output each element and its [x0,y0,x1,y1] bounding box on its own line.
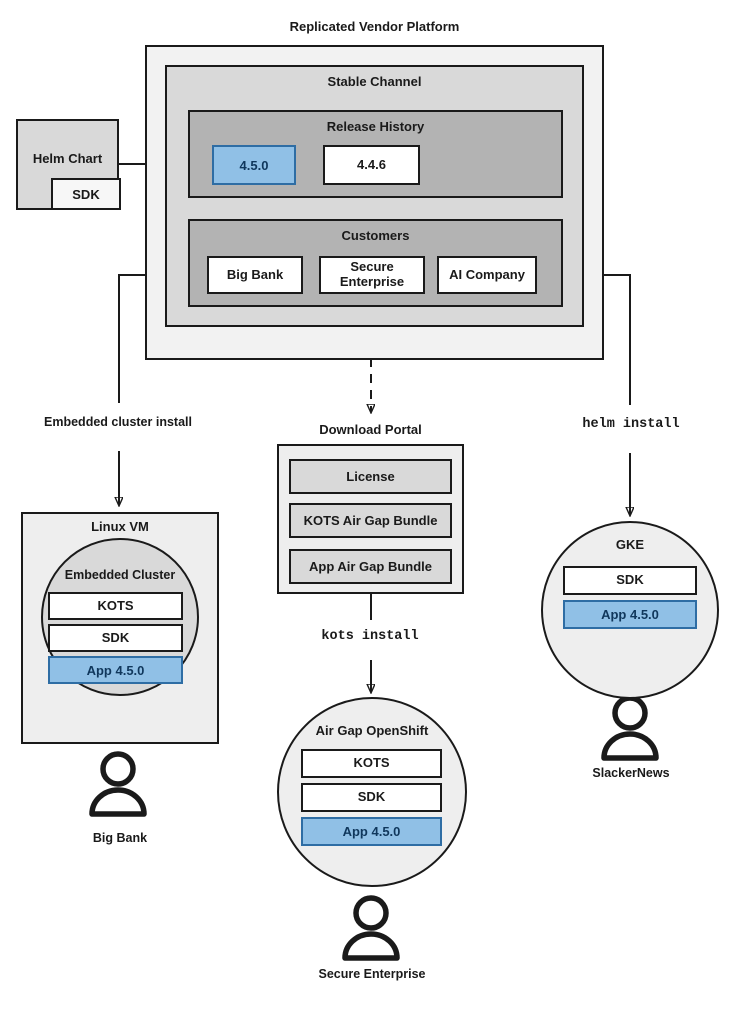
linux-vm-component-app[interactable]: App 4.5.0 [48,656,183,684]
release-history-title: Release History [326,119,425,134]
stable-channel-title: Stable Channel [327,74,422,89]
linux-vm-title: Linux VM [91,519,149,534]
air-gap-component-sdk[interactable]: SDK [301,783,442,812]
download-portal-artifact-app-air-gap-bundle[interactable]: App Air Gap Bundle [289,549,452,584]
gke-title: GKE [615,537,645,552]
actor-label-secure-enterprise: Secure Enterprise [318,967,426,981]
download-portal-artifact-kots-air-gap-bundle[interactable]: KOTS Air Gap Bundle [289,503,452,538]
air-gap-openshift-title: Air Gap OpenShift [315,723,429,738]
gke-component-app[interactable]: App 4.5.0 [563,600,697,629]
embedded-cluster-title: Embedded Cluster [64,568,176,582]
edge-label-helm-install: helm install [582,417,680,432]
air-gap-component-kots[interactable]: KOTS [301,749,442,778]
linux-vm-component-sdk[interactable]: SDK [48,624,183,652]
helm-chart-sdk-node[interactable]: SDK [51,178,121,210]
person-icon-slackernews [601,695,659,761]
helm-chart-label: Helm Chart [32,151,103,166]
customer-secure-enterprise[interactable]: Secure Enterprise [319,256,425,294]
linux-vm-component-kots[interactable]: KOTS [48,592,183,620]
release-item-previous[interactable]: 4.4.6 [323,145,420,185]
air-gap-component-app[interactable]: App 4.5.0 [301,817,442,846]
download-portal-artifact-license[interactable]: License [289,459,452,494]
gke-component-sdk[interactable]: SDK [563,566,697,595]
person-icon-secure-enterprise [342,895,400,961]
customer-ai-company[interactable]: AI Company [437,256,537,294]
actor-label-slackernews: SlackerNews [592,766,670,780]
page-title: Replicated Vendor Platform [289,18,460,34]
customers-title: Customers [341,228,410,243]
release-item-current[interactable]: 4.5.0 [212,145,296,185]
customer-big-bank[interactable]: Big Bank [207,256,303,294]
actor-label-big-bank: Big Bank [92,831,148,845]
edge-label-kots-install: kots install [321,629,419,644]
edge-label-embedded-cluster-install: Embedded cluster install [44,415,192,429]
download-portal-title: Download Portal [319,422,422,437]
person-icon-big-bank [89,751,147,817]
